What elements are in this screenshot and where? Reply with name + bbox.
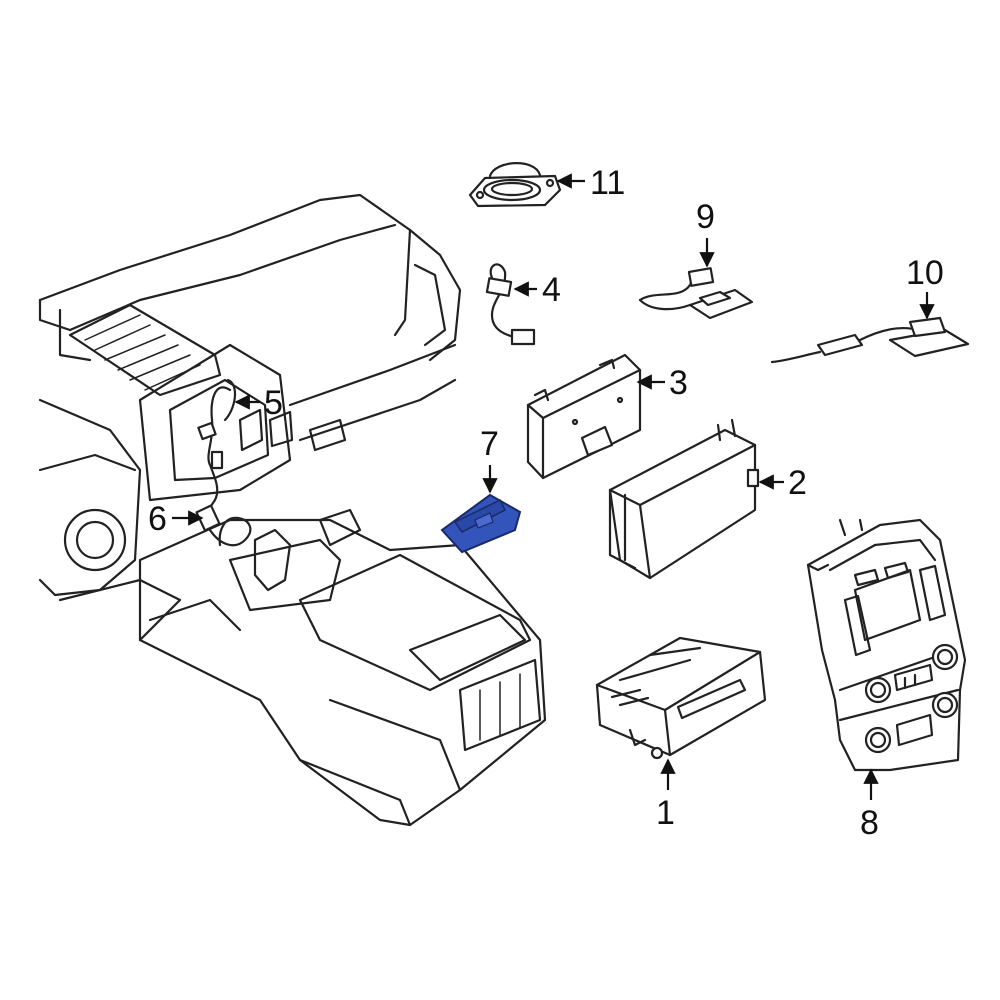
callout-3: 3 <box>669 364 688 402</box>
callout-9: 9 <box>696 198 715 236</box>
part-4-harness <box>485 263 536 346</box>
part-11-speaker <box>468 162 562 208</box>
part-10-antenna <box>770 316 970 364</box>
callout-1: 1 <box>656 794 675 832</box>
callout-11: 11 <box>590 164 625 202</box>
callout-6: 6 <box>148 500 167 538</box>
part-7-module <box>440 493 522 554</box>
callout-2: 2 <box>788 464 807 502</box>
callout-labels: 1 2 3 4 5 6 7 8 9 10 11 <box>148 164 944 842</box>
part-8-bezel <box>806 518 967 772</box>
callout-5: 5 <box>264 384 283 422</box>
callout-8: 8 <box>860 804 879 842</box>
callout-leaders <box>172 173 935 800</box>
part-1-receiver <box>595 636 767 760</box>
callout-7: 7 <box>480 425 499 463</box>
dashboard-outline <box>38 193 547 827</box>
callout-4: 4 <box>542 271 561 309</box>
part-9-antenna <box>638 267 754 320</box>
part-3-module <box>526 353 642 480</box>
part-2-module <box>608 418 760 580</box>
callout-10: 10 <box>906 254 944 292</box>
